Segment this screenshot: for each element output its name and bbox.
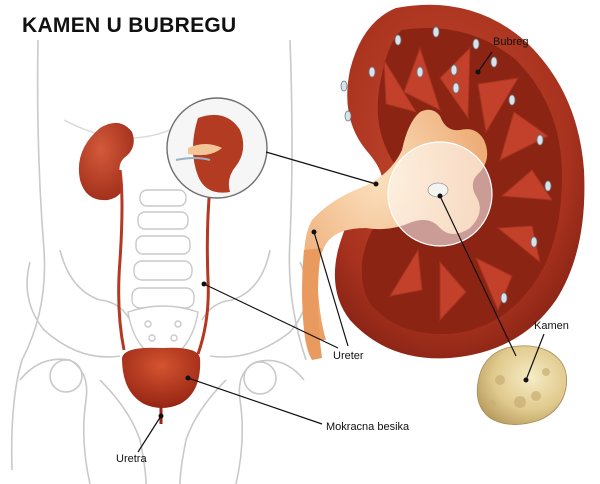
pointer-lines bbox=[137, 51, 545, 453]
pointer-dots bbox=[158, 69, 529, 419]
label-uretra: Uretra bbox=[116, 453, 147, 465]
label-ureter: Ureter bbox=[333, 350, 364, 362]
kidney-stone bbox=[476, 345, 568, 425]
left-ureter bbox=[117, 169, 126, 351]
label-mokracna-besika: Mokracna besika bbox=[326, 421, 410, 433]
label-kamen: Kamen bbox=[534, 320, 569, 332]
right-ureter bbox=[196, 185, 212, 355]
left-kidney bbox=[78, 122, 134, 201]
small-magnifier bbox=[166, 97, 268, 199]
bladder bbox=[122, 347, 201, 408]
spine bbox=[127, 189, 199, 363]
large-kidney bbox=[302, 4, 585, 360]
body-outline bbox=[10, 39, 308, 484]
diagram-title: KAMEN U BUBREGU bbox=[22, 14, 237, 37]
label-bubreg: Bubreg bbox=[493, 36, 529, 48]
